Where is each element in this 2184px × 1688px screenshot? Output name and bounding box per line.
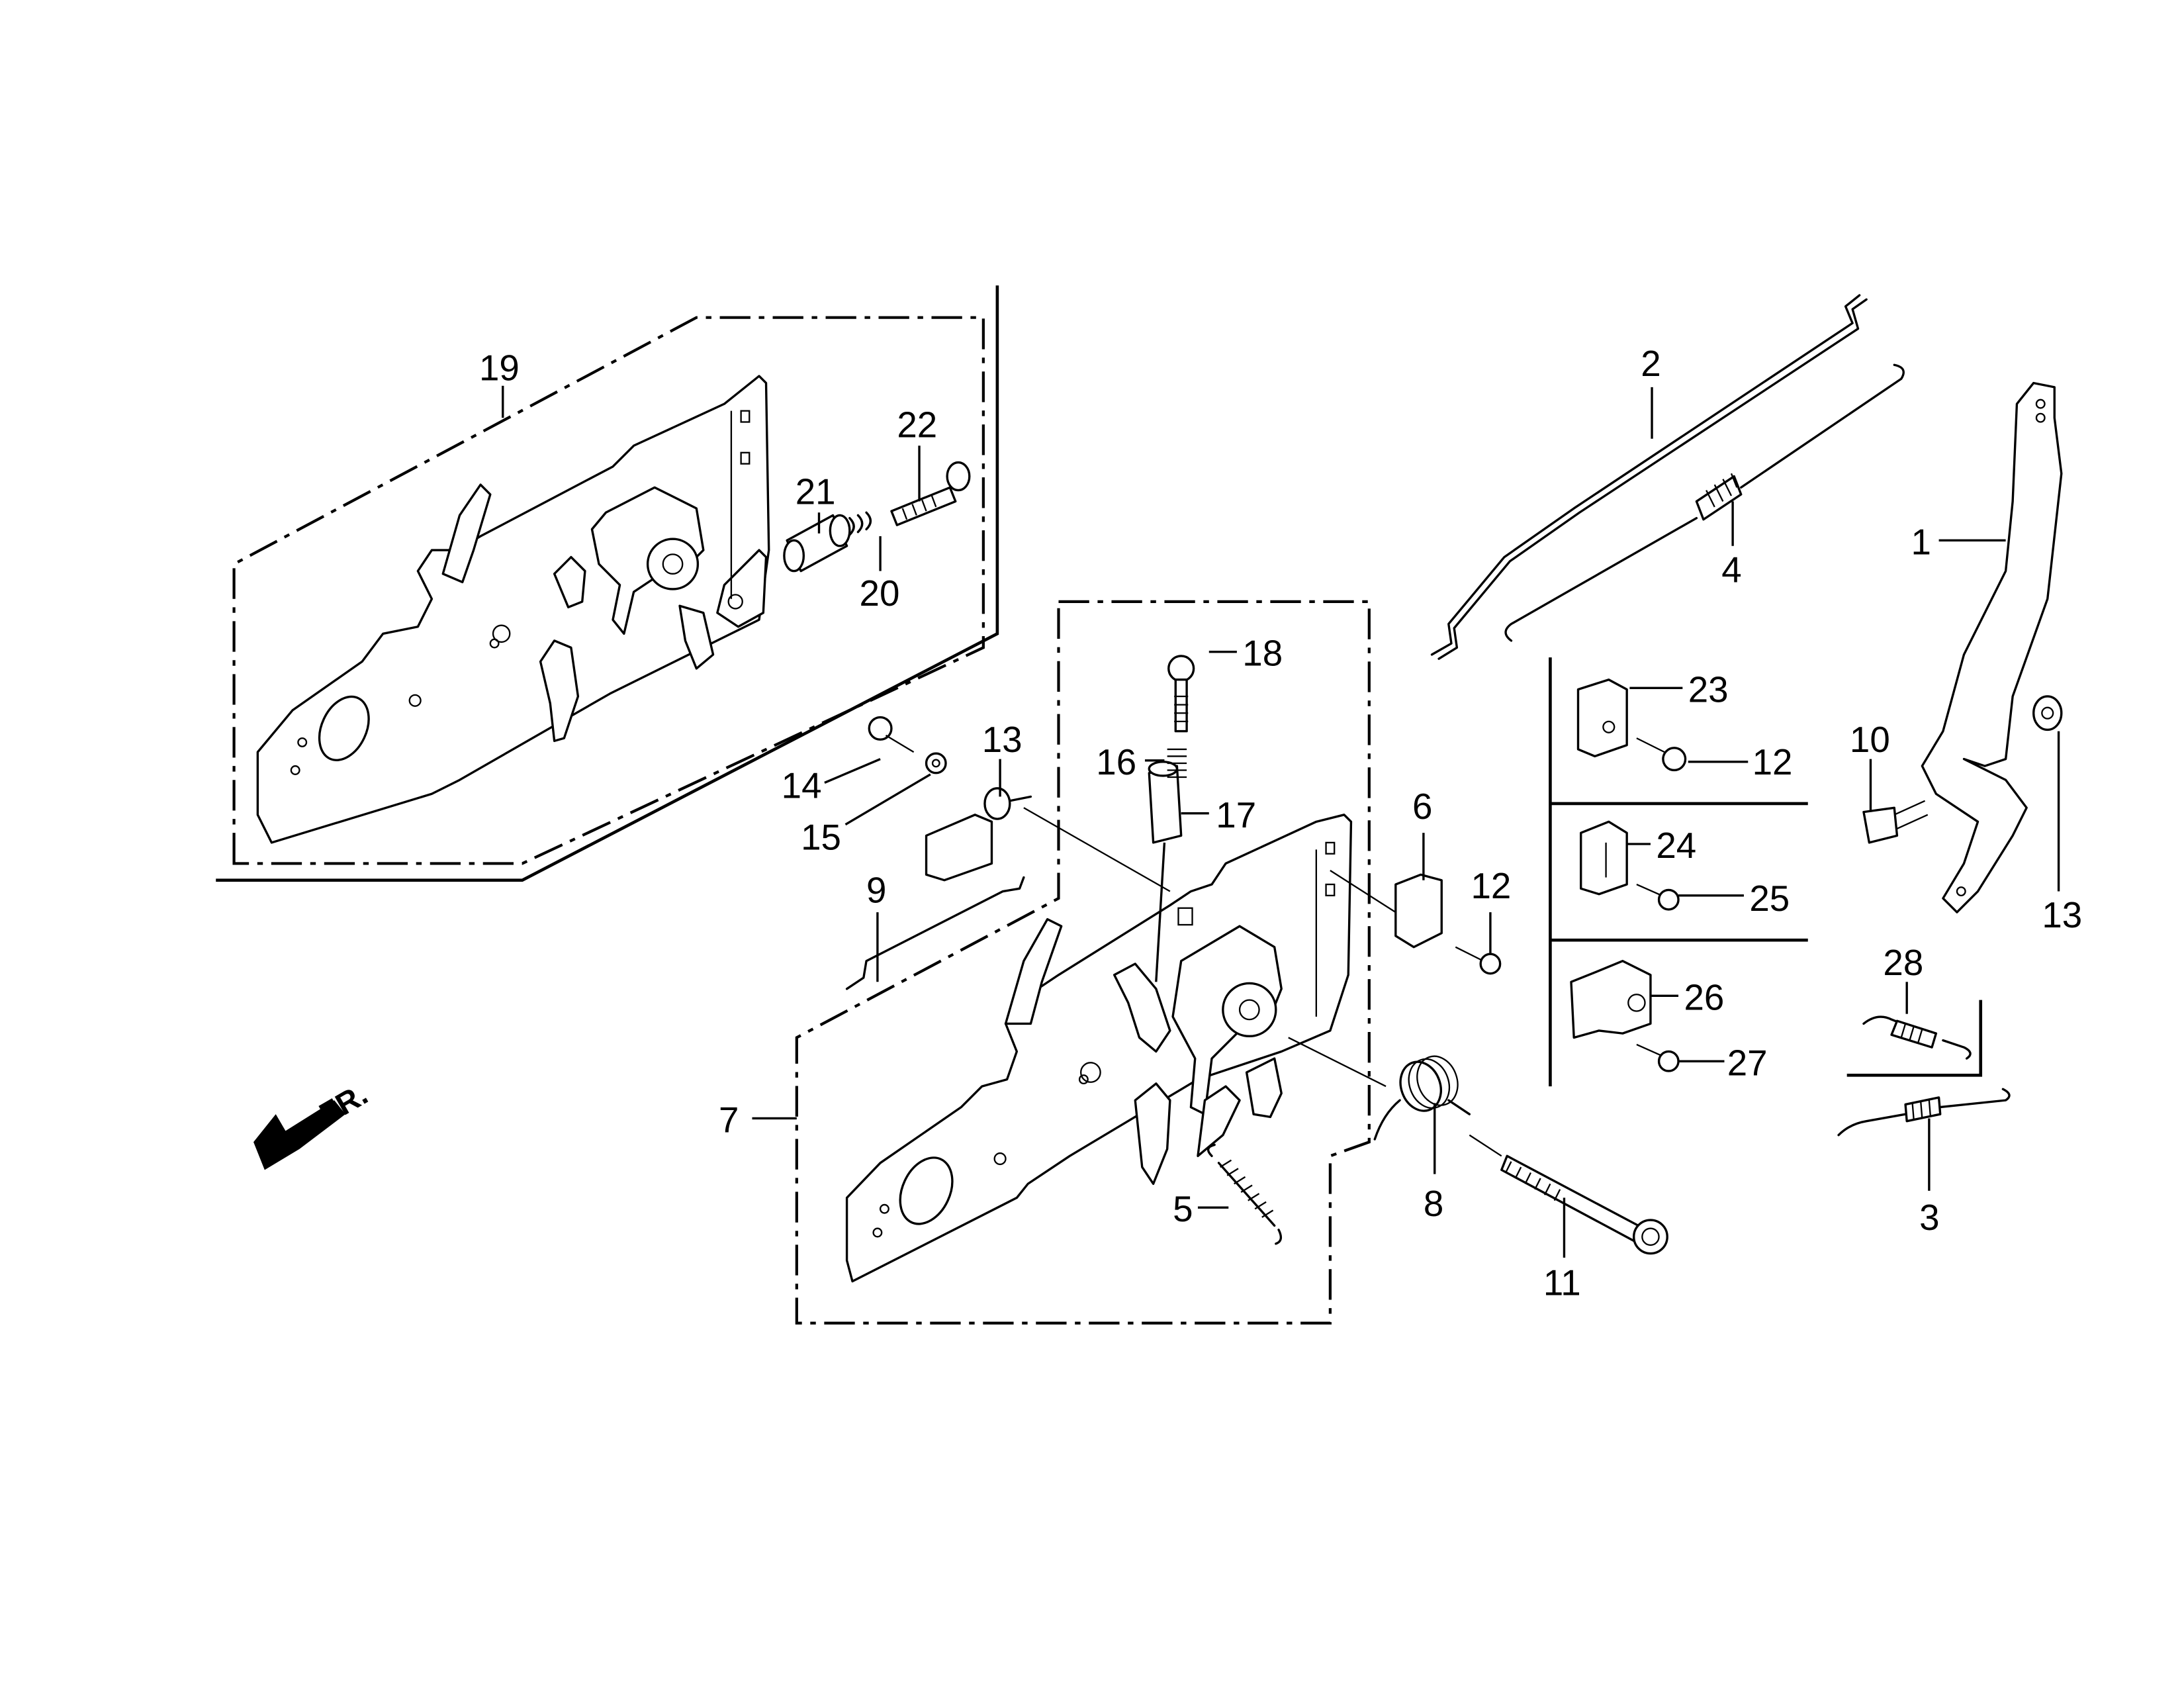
bracket-27 — [1570, 960, 1652, 1039]
screw-28 — [1636, 1043, 1680, 1072]
callout-20: 19 — [479, 347, 520, 388]
callout-29: 28 — [1883, 942, 1923, 983]
callout-13: 13 — [2042, 894, 2082, 935]
callout-17: 16 — [1096, 741, 1136, 782]
callout-23: 22 — [897, 404, 937, 445]
spring-21 — [848, 511, 872, 536]
spring-3 — [1837, 1088, 2011, 1137]
rod-2 — [1430, 294, 1868, 660]
nut-13 — [2032, 695, 2063, 731]
collar-18 — [1148, 761, 1183, 982]
callout-4: 4 — [1721, 549, 1741, 590]
screw-12b — [1636, 737, 1687, 772]
callout-1: 1 — [1911, 521, 1931, 562]
callout-19: 18 — [1242, 633, 1283, 674]
bracket-24 — [1576, 679, 1628, 758]
screw-15 — [868, 716, 915, 753]
bracket-14 — [925, 787, 1171, 892]
callout-26: 25 — [1749, 878, 1790, 919]
bracket-6 — [1330, 869, 1443, 949]
control-lever-1 — [1921, 381, 2063, 914]
callout-21: 20 — [860, 573, 900, 614]
callout-15: 14 — [782, 765, 822, 806]
callout-5: 5 — [1173, 1188, 1193, 1229]
spring-8 — [1288, 1037, 1471, 1141]
callout-22: 21 — [796, 471, 836, 512]
callout-24: 23 — [1688, 669, 1729, 710]
spring-5 — [1206, 1143, 1283, 1245]
bracket-25 — [1580, 820, 1628, 896]
bolt-10 — [1862, 800, 1929, 844]
callout-9: 9 — [866, 869, 886, 910]
spring-17 — [1167, 748, 1187, 778]
callout-27: 26 — [1684, 976, 1724, 1017]
spring-29 — [1862, 1015, 1972, 1060]
callout-11: 11 — [1543, 1262, 1581, 1303]
callout-10: 10 — [1850, 719, 1890, 760]
callout-8: 8 — [1424, 1183, 1443, 1224]
control-base-plate-20 — [256, 375, 770, 844]
assembly-20-box — [216, 285, 999, 882]
callout-7: 7 — [719, 1100, 739, 1141]
callout-18: 17 — [1216, 794, 1256, 835]
front-direction-arrow-icon — [253, 1100, 345, 1170]
leader-lines — [502, 385, 2060, 1258]
assembly-7-box — [795, 600, 1371, 1325]
callout-12a: 12 — [1471, 865, 1511, 906]
control-base-plate-7 — [845, 814, 1353, 1283]
screw-26 — [1636, 883, 1680, 911]
callout-25: 24 — [1656, 825, 1696, 866]
screw-23 — [890, 461, 971, 526]
washer-16 — [925, 752, 947, 774]
callout-3: 3 — [1919, 1197, 1939, 1238]
spring-29-box — [1846, 1000, 1983, 1077]
screw-19 — [1167, 655, 1195, 733]
callout-labels: 19 21 20 22 2 4 1 13 10 23 12 24 25 26 2… — [479, 343, 2082, 1303]
callout-2: 2 — [1641, 343, 1661, 384]
callout-6: 6 — [1412, 786, 1432, 827]
collar-22 — [783, 514, 851, 573]
rod-4 — [1504, 363, 1905, 642]
callout-28: 27 — [1727, 1042, 1768, 1083]
callout-14: 13 — [982, 719, 1023, 760]
screw-12a — [1455, 946, 1502, 975]
bolt-11 — [1469, 1134, 1668, 1255]
callout-12b: 12 — [1752, 741, 1793, 782]
callout-16: 15 — [801, 816, 841, 857]
bracket-options-box — [1549, 657, 1808, 1087]
rod-9 — [845, 876, 1025, 990]
